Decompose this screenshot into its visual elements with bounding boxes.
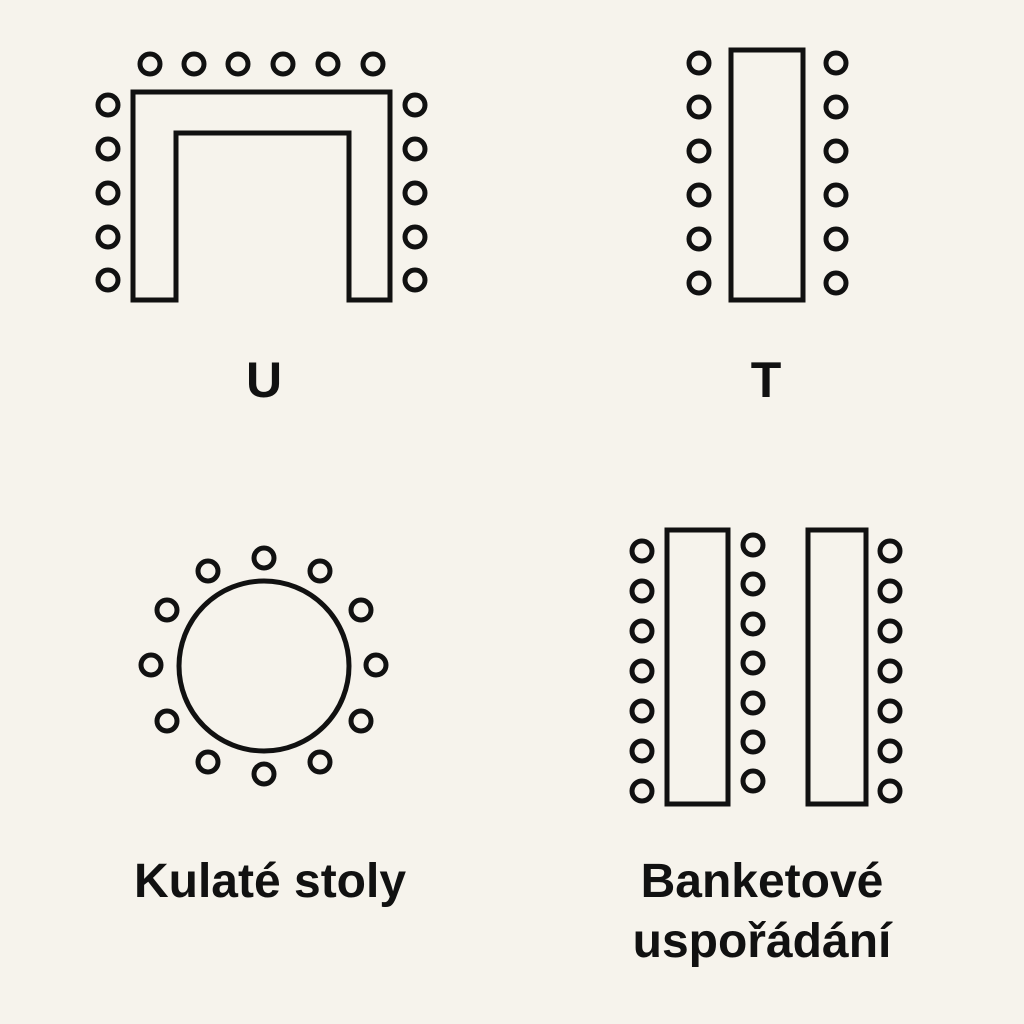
seat	[95, 180, 121, 206]
seat	[629, 778, 655, 804]
seat	[402, 136, 428, 162]
seat	[251, 761, 277, 787]
seat	[823, 50, 849, 76]
seat	[307, 749, 333, 775]
seat	[686, 50, 712, 76]
seat	[686, 270, 712, 296]
seat	[823, 226, 849, 252]
seat	[823, 94, 849, 120]
seat	[251, 545, 277, 571]
layout-label-t: T	[750, 352, 782, 408]
seat	[348, 597, 374, 623]
seat	[686, 94, 712, 120]
layout-label-u: U	[245, 352, 283, 408]
u-layout-diagram	[95, 51, 428, 303]
seat	[95, 92, 121, 118]
seat	[95, 136, 121, 162]
layout-label-banquet: Banketové uspořádání	[562, 852, 962, 972]
seat	[137, 51, 163, 77]
seat	[195, 558, 221, 584]
seat	[629, 658, 655, 684]
seat	[823, 270, 849, 296]
round-seats	[138, 545, 389, 787]
seat	[686, 226, 712, 252]
seat	[877, 698, 903, 724]
banquet-seats	[629, 532, 903, 804]
u-seats	[95, 51, 428, 293]
seat	[740, 532, 766, 558]
seat	[629, 698, 655, 724]
t-layout-diagram	[686, 47, 849, 303]
seat	[402, 180, 428, 206]
seat	[363, 652, 389, 678]
seat	[402, 224, 428, 250]
seat	[95, 267, 121, 293]
seat	[95, 224, 121, 250]
seat	[629, 578, 655, 604]
u-shaped-table	[130, 89, 393, 303]
seat	[629, 738, 655, 764]
long-table	[728, 47, 806, 303]
seat	[348, 708, 374, 734]
layout-label-round-tables: Kulaté stoly	[133, 855, 407, 908]
seat	[402, 92, 428, 118]
seat	[138, 652, 164, 678]
seat	[154, 597, 180, 623]
seat	[877, 658, 903, 684]
seat	[154, 708, 180, 734]
round-layout-diagram	[138, 545, 389, 787]
seat	[877, 778, 903, 804]
seat	[686, 182, 712, 208]
banquet-table-right	[805, 527, 869, 807]
seat	[740, 571, 766, 597]
banquet-label-text: Banketové uspořádání	[632, 855, 892, 968]
seat	[740, 729, 766, 755]
seat	[307, 558, 333, 584]
seat	[181, 51, 207, 77]
t-seats	[686, 50, 849, 296]
seat	[629, 618, 655, 644]
seat	[740, 690, 766, 716]
banquet-layout-diagram	[629, 527, 903, 807]
seat	[740, 611, 766, 637]
seat	[877, 618, 903, 644]
seat	[823, 138, 849, 164]
seat	[686, 138, 712, 164]
seat	[740, 768, 766, 794]
seat	[195, 749, 221, 775]
seat	[877, 578, 903, 604]
banquet-table-left	[664, 527, 731, 807]
seat	[270, 51, 296, 77]
seat	[877, 738, 903, 764]
seat	[629, 538, 655, 564]
round-table	[176, 578, 352, 754]
seat	[402, 267, 428, 293]
seat	[877, 538, 903, 564]
seat	[315, 51, 341, 77]
seat	[225, 51, 251, 77]
seat	[360, 51, 386, 77]
seat	[823, 182, 849, 208]
seat	[740, 650, 766, 676]
